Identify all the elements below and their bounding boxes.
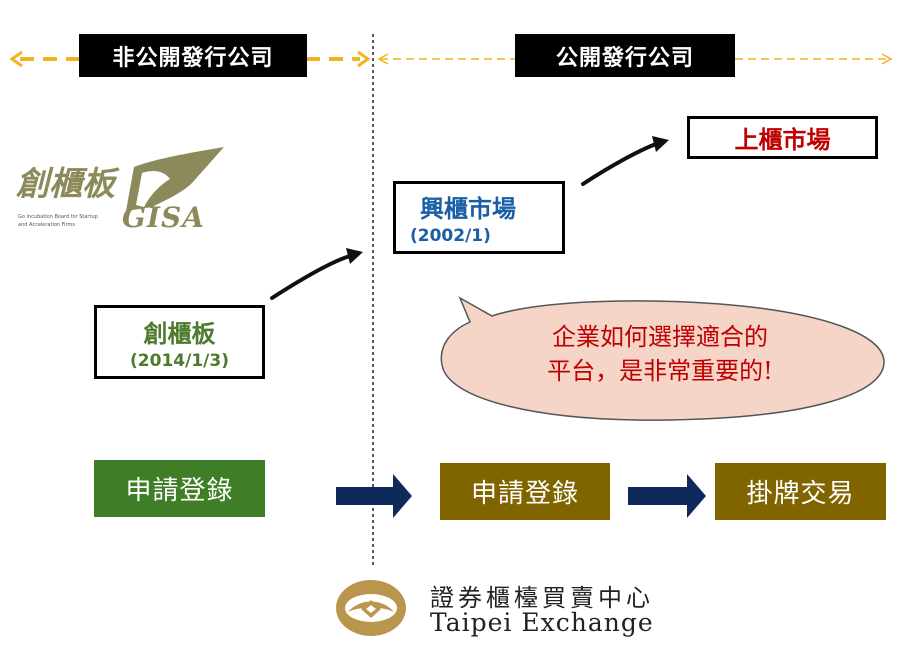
callout-line-2: 平台，是非常重要的! (547, 357, 773, 385)
emerging-board-box: 興櫃市場 (2002/1) (393, 181, 565, 254)
left-dashed-arrow (9, 50, 371, 68)
emerging-board-name: 興櫃市場 (420, 195, 516, 223)
gisa-logo-english-1: Go Incubation Board for Startup (18, 214, 98, 220)
step-apply-right: 申請登錄 (440, 463, 610, 520)
gisa-board-box: 創櫃板 (2014/1/3) (94, 305, 265, 379)
gisa-board-date: (2014/1/3) (130, 350, 229, 371)
gisa-logo-letters: GISA (122, 201, 205, 234)
gisa-logo-mark (126, 147, 224, 211)
right-dashed-arrow (377, 53, 893, 65)
gisa-board-name: 創櫃板 (143, 319, 216, 348)
taipei-exchange-logo: 證券櫃檯買賣中心 Taipei Exchange (334, 576, 706, 640)
block-arrow-2 (628, 474, 706, 518)
step-trading: 掛牌交易 (715, 463, 886, 520)
taipei-exchange-emblem (336, 580, 406, 636)
callout-text: 企業如何選擇適合的 平台，是非常重要的! (470, 320, 850, 388)
growth-arrow-1 (270, 248, 363, 300)
otc-board-name: 上櫃市場 (734, 126, 831, 154)
gisa-logo-chinese: 創櫃板 (16, 164, 115, 203)
growth-arrow-2 (581, 136, 669, 186)
gisa-logo: 創櫃板 Go Incubation Board for Startup and … (14, 145, 229, 235)
block-arrow-1 (336, 474, 412, 518)
taipei-exchange-chinese: 證券櫃檯買賣中心 (430, 584, 654, 612)
step-apply-left: 申請登錄 (94, 460, 265, 517)
callout-bubble (440, 296, 885, 421)
header-non-public: 非公開發行公司 (79, 34, 307, 77)
otc-board-box: 上櫃市場 (687, 116, 878, 159)
gisa-logo-english-2: and Acceleration Firms (18, 222, 75, 228)
taipei-exchange-english: Taipei Exchange (430, 608, 654, 637)
callout-line-1: 企業如何選擇適合的 (552, 323, 768, 351)
header-public: 公開發行公司 (515, 34, 735, 77)
emerging-board-date: (2002/1) (410, 226, 491, 246)
